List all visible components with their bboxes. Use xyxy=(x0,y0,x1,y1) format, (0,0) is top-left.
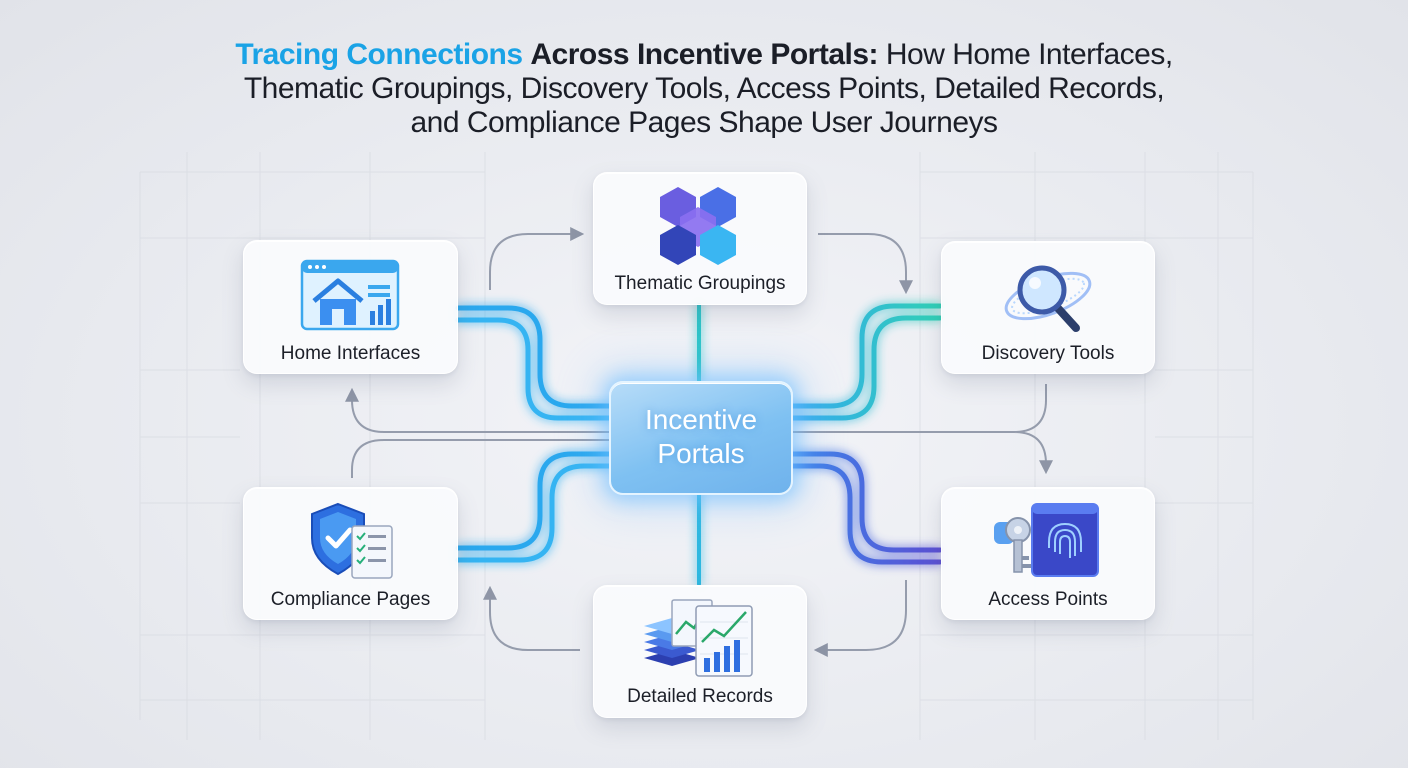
pipe-home xyxy=(455,305,615,421)
flow-arrows xyxy=(345,227,1046,657)
diagram-title: Tracing Connections Across Incentive Por… xyxy=(0,38,1408,140)
pipe-connectors xyxy=(455,303,943,586)
hexagon-cluster-icon xyxy=(660,187,736,265)
node-label: Detailed Records xyxy=(627,686,773,707)
title-line-2: Thematic Groupings, Discovery Tools, Acc… xyxy=(243,72,1165,105)
arrow-thematic-to-discovery xyxy=(818,233,913,295)
node-home-interfaces[interactable]: Home Interfaces xyxy=(243,240,458,374)
node-label: Thematic Groupings xyxy=(614,273,786,294)
magnifier-orbit-icon xyxy=(1004,265,1092,332)
node-label: Discovery Tools xyxy=(981,343,1115,364)
arrow-compliance-to-home xyxy=(351,439,612,478)
arrow-records-to-compliance xyxy=(483,585,580,651)
node-discovery-tools[interactable]: Discovery Tools xyxy=(941,241,1155,374)
arrow-home-to-thematic xyxy=(489,227,585,290)
title-line-3: and Compliance Pages Shape User Journeys xyxy=(410,106,998,139)
node-label: Compliance Pages xyxy=(270,589,431,610)
shield-checklist-icon xyxy=(311,502,393,579)
arrow-discovery-to-access xyxy=(790,384,1046,470)
pipe-compliance xyxy=(455,451,615,563)
pipe-discovery xyxy=(787,303,943,421)
hub-incentive-portals[interactable]: Incentive Portals xyxy=(609,381,793,495)
background-grid xyxy=(139,152,1254,740)
node-label: Home Interfaces xyxy=(280,343,421,364)
node-detailed-records[interactable]: Detailed Records xyxy=(593,585,807,718)
node-thematic-groupings[interactable]: Thematic Groupings xyxy=(593,172,807,305)
node-label: Access Points xyxy=(988,589,1108,610)
arrow-hub-to-home xyxy=(345,387,612,433)
pipe-access xyxy=(787,451,943,565)
key-fingerprint-icon xyxy=(994,503,1099,577)
title-highlight: Tracing Connections xyxy=(235,38,523,71)
title-line-1: Tracing Connections Across Incentive Por… xyxy=(0,38,1408,72)
hub-line-1: Incentive xyxy=(644,404,758,435)
arrow-access-to-records xyxy=(813,580,907,657)
home-window-icon xyxy=(300,259,400,331)
stacked-charts-icon xyxy=(644,599,753,677)
node-compliance-pages[interactable]: Compliance Pages xyxy=(243,487,458,620)
hub-line-2: Portals xyxy=(657,438,745,469)
title-bold: Across Incentive Portals: xyxy=(530,38,879,71)
title-rest: How Home Interfaces, xyxy=(885,38,1173,71)
node-access-points[interactable]: Access Points xyxy=(941,487,1155,620)
